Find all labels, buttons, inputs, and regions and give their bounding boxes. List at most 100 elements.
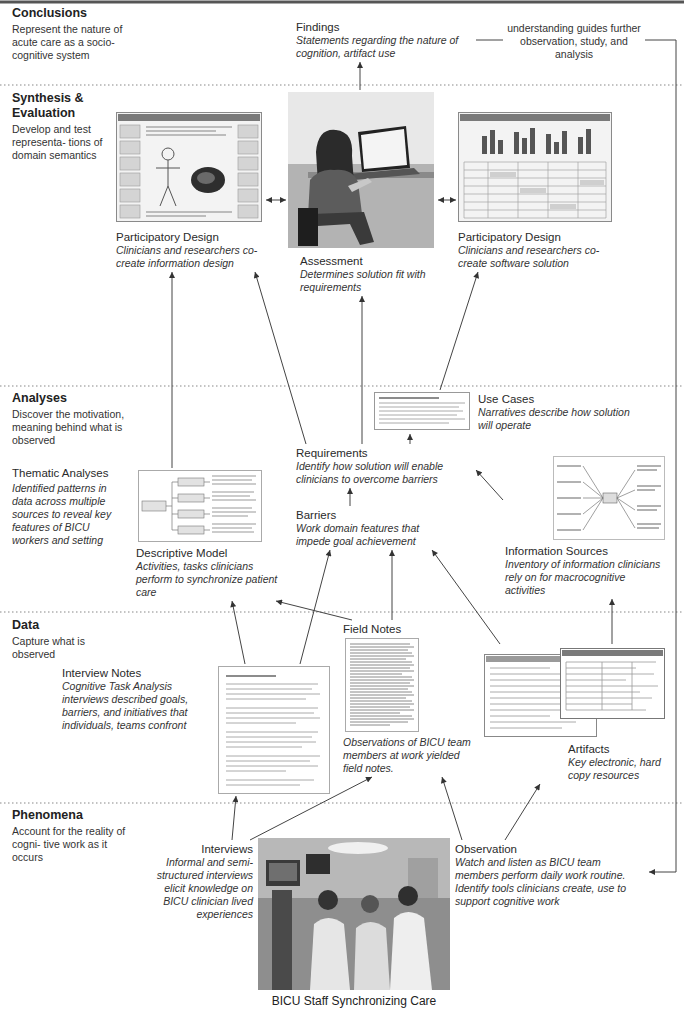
flow-arrow [432, 550, 500, 644]
text-group: Participatory DesignClinicians and resea… [116, 230, 264, 270]
band-heading: Phenomena [12, 808, 130, 823]
flow-arrow [250, 777, 372, 840]
step-node: BarriersWork domain features that impede… [296, 508, 446, 548]
thumbnail-space [553, 456, 665, 540]
step-node: ObservationWatch and listen as BICU team… [455, 842, 647, 908]
step-title: Interviews [138, 842, 253, 856]
step-title: Observation [455, 842, 647, 856]
step-description: Cognitive Task Analysis interviews descr… [62, 680, 212, 732]
step-node: Interview NotesCognitive Task Analysis i… [62, 666, 330, 794]
step-title: Field Notes [343, 622, 479, 636]
information-design-screenshot [117, 113, 262, 222]
step-node: Participatory DesignClinicians and resea… [458, 112, 614, 270]
band-separators [0, 85, 684, 803]
information-sources-map [554, 457, 665, 540]
text-group: InterviewsInformal and semi-structured i… [138, 842, 253, 921]
text-group: RequirementsIdentify how solution will e… [296, 446, 474, 486]
top-rule [0, 1, 684, 4]
step-text: understanding guides further observation… [505, 22, 643, 61]
step-title: Barriers [296, 508, 446, 522]
step-description: Informal and semi-structured interviews … [138, 856, 253, 921]
step-description: Watch and listen as BICU team members pe… [455, 856, 647, 908]
step-title: Artifacts [568, 742, 668, 756]
step-description: Inventory of information clinicians rely… [505, 558, 668, 597]
descriptive-model-tree [139, 471, 262, 542]
thumbnail-space [374, 392, 470, 430]
band-description: Capture what is observed [12, 635, 130, 661]
step-node: FindingsStatements regarding the nature … [296, 20, 474, 60]
flow-arrow [612, 599, 613, 644]
step-title: Participatory Design [458, 230, 614, 244]
step-node: RequirementsIdentify how solution will e… [296, 446, 474, 486]
step-description: Work domain features that impede goal ac… [296, 522, 446, 548]
bicu-staff-photo [258, 838, 450, 990]
step-description: Identify how solution will enable clinic… [296, 460, 474, 486]
step-node: Information SourcesInventory of informat… [505, 456, 668, 597]
band-description: Account for the reality of cogni- tive w… [12, 825, 130, 864]
step-title: Participatory Design [116, 230, 264, 244]
text-group: BarriersWork domain features that impede… [296, 508, 446, 548]
thumbnail-space [218, 666, 330, 794]
artifact-screenshots [485, 649, 665, 737]
flow-arrow [172, 272, 173, 468]
method-heading: Thematic Analyses [12, 466, 128, 480]
flow-arrow [232, 796, 236, 840]
band-heading: Data [12, 618, 130, 633]
interview-notes-page [219, 667, 330, 794]
band-heading: Analyses [12, 391, 130, 406]
flow-arrow [505, 784, 540, 840]
flow-arrow [360, 62, 361, 90]
flow-arrow [410, 434, 411, 444]
step-node: understanding guides further observation… [505, 22, 643, 61]
text-group: AssessmentDetermines solution fit with r… [300, 254, 436, 294]
step-description: Narratives describe how solution will op… [478, 406, 638, 432]
flow-arrow [392, 550, 393, 620]
thumbnail-space [458, 112, 612, 222]
thumbnail-space [345, 638, 419, 732]
text-group: Use CasesNarratives describe how solutio… [478, 392, 638, 432]
software-screenshot [459, 113, 612, 222]
flow-arrow [362, 296, 363, 444]
flow-arrow [440, 272, 478, 390]
step-title: Assessment [300, 254, 436, 268]
text-group: ObservationWatch and listen as BICU team… [455, 842, 647, 908]
flow-arrow [438, 200, 456, 201]
text-group: ArtifactsKey electronic, hard copy resou… [568, 742, 668, 782]
text-group: Field Notes [343, 622, 479, 636]
flow-arrow [350, 488, 351, 506]
band-description: Develop and test representa- tions of do… [12, 123, 114, 162]
step-description: Clinicians and researchers co-create sof… [458, 244, 614, 270]
step-title: Use Cases [478, 392, 638, 406]
step-node: Descriptive ModelActivities, tasks clini… [136, 470, 288, 599]
step-node: Participatory DesignClinicians and resea… [116, 112, 264, 270]
text-group: Observations of BICU team members at wor… [343, 736, 479, 775]
band-description: Discover the motivation, meaning behind … [12, 408, 130, 447]
step-description: Determines solution fit with requirement… [300, 268, 436, 294]
band-heading: Conclusions [12, 6, 130, 21]
step-title: Findings [296, 20, 474, 34]
flow-arrow [476, 40, 503, 41]
text-group: FindingsStatements regarding the nature … [296, 20, 474, 60]
field-notes-page [346, 639, 419, 732]
thumbnail-space [116, 112, 262, 222]
step-title: Descriptive Model [136, 546, 288, 560]
thumbnail-space [288, 92, 434, 248]
flow-arrow [476, 470, 503, 500]
method-description: Identified patterns in data across multi… [12, 482, 128, 547]
assessment-photo [288, 92, 434, 248]
flow-arrow [442, 777, 462, 840]
use-case-document [375, 393, 470, 430]
text-group: Interview NotesCognitive Task Analysis i… [62, 666, 212, 732]
thumbnail-space [482, 646, 666, 738]
step-title: Information Sources [505, 544, 668, 558]
step-node: AssessmentDetermines solution fit with r… [288, 92, 436, 294]
step-title: Requirements [296, 446, 474, 460]
flow-arrow [232, 601, 245, 664]
step-description: Activities, tasks clinicians perform to … [136, 560, 288, 599]
band-description: Represent the nature of acute care as a … [12, 23, 130, 62]
step-node: Field NotesObservations of BICU team mem… [343, 622, 479, 775]
thumbnail-space [138, 470, 262, 542]
step-node: ArtifactsKey electronic, hard copy resou… [482, 646, 668, 782]
text-group: Descriptive ModelActivities, tasks clini… [136, 546, 288, 599]
